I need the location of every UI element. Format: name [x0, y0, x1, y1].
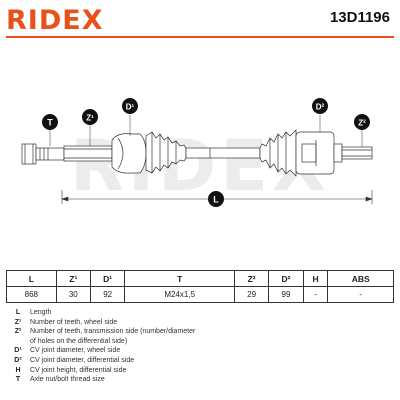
- legend-text: of holes on the differential side): [30, 337, 128, 345]
- splined-shaft-wheel: [63, 145, 113, 162]
- col-header-h: H: [302, 270, 329, 287]
- legend-key: Z²: [14, 328, 22, 336]
- legend-key: D¹: [14, 347, 22, 355]
- callout-z2: Z²: [354, 114, 370, 130]
- callout-d1-label: D¹: [126, 103, 135, 112]
- spec-header-row: L Z¹ D¹ T Z² D² H ABS: [6, 270, 394, 287]
- col-header-l: L: [6, 270, 57, 287]
- value-z1: 30: [55, 286, 91, 303]
- callout-z1: Z¹: [82, 109, 98, 125]
- axle-nut: [21, 143, 37, 165]
- value-h: -: [302, 286, 329, 303]
- header-divider: [6, 36, 394, 38]
- legend-text: CV joint height, differential side: [30, 366, 127, 374]
- spec-value-row: 868 30 92 M24x1,5 29 99 - -: [6, 286, 394, 303]
- spec-table: L Z¹ D¹ T Z² D² H ABS 868 30 92 M24x1,5 …: [6, 270, 394, 303]
- callout-l: L: [208, 191, 224, 207]
- legend-item: D¹ CV joint diameter, wheel side: [6, 346, 394, 356]
- callout-d2: D²: [312, 98, 328, 114]
- legend-key: T: [15, 376, 21, 384]
- splined-shaft-transmission: [341, 146, 373, 160]
- col-header-abs: ABS: [327, 270, 394, 287]
- legend: L Length Z¹ Number of teeth, wheel side …: [6, 308, 394, 385]
- brand-logo-text: RIDEX: [6, 5, 104, 34]
- col-header-d2: D²: [268, 270, 304, 287]
- ridex-logo: RIDEX: [6, 5, 104, 34]
- value-abs: -: [327, 286, 394, 303]
- col-header-d1: D¹: [89, 270, 126, 287]
- legend-text: CV joint diameter, wheel side: [30, 347, 121, 355]
- value-l: 868: [6, 286, 57, 303]
- callout-l-label: L: [213, 195, 219, 205]
- callout-d2-label: D²: [316, 103, 325, 112]
- legend-item: of holes on the differential side): [6, 337, 394, 347]
- legend-item: D² CV joint diameter, differential side: [6, 356, 394, 366]
- callout-z1-label: Z¹: [86, 114, 94, 123]
- col-header-t: T: [124, 270, 235, 287]
- legend-key: H: [15, 366, 21, 374]
- legend-key: L: [15, 309, 21, 316]
- legend-text: Length: [30, 309, 52, 316]
- legend-item: T Axle nut/bolt thread size: [6, 375, 394, 385]
- drive-shaft-drawing: RIDEX: [21, 98, 373, 207]
- legend-text: Number of teeth, wheel side: [30, 318, 118, 326]
- legend-text: Number of teeth, transmission side (numb…: [30, 328, 196, 336]
- main-shaft: [185, 147, 261, 159]
- part-number: 13D1196: [329, 9, 390, 26]
- callout-leaders: [49, 115, 363, 147]
- legend-key: Z¹: [14, 318, 22, 326]
- callout-z2-label: Z²: [358, 119, 366, 128]
- legend-text: Axle nut/bolt thread size: [30, 376, 105, 384]
- callout-d1: D¹: [122, 98, 138, 114]
- legend-text: CV joint diameter, differential side: [30, 356, 135, 364]
- col-header-z2: Z²: [233, 270, 270, 287]
- value-z2: 29: [233, 286, 270, 303]
- outer-cv-joint: [111, 133, 147, 174]
- header: RIDEX 13D1196: [0, 0, 400, 36]
- legend-item: Z² Number of teeth, transmission side (n…: [6, 327, 394, 337]
- value-d2: 99: [268, 286, 304, 303]
- col-header-z1: Z¹: [55, 270, 91, 287]
- callout-t: T: [42, 114, 58, 130]
- shaft-outline: [21, 129, 373, 177]
- legend-item: Z¹ Number of teeth, wheel side: [6, 318, 394, 328]
- legend-item: L Length: [6, 308, 394, 318]
- callout-t-label: T: [47, 118, 53, 128]
- legend-item: H CV joint height, differential side: [6, 366, 394, 376]
- value-d1: 92: [89, 286, 126, 303]
- value-t: M24x1,5: [124, 286, 235, 303]
- legend-key: D²: [14, 356, 22, 364]
